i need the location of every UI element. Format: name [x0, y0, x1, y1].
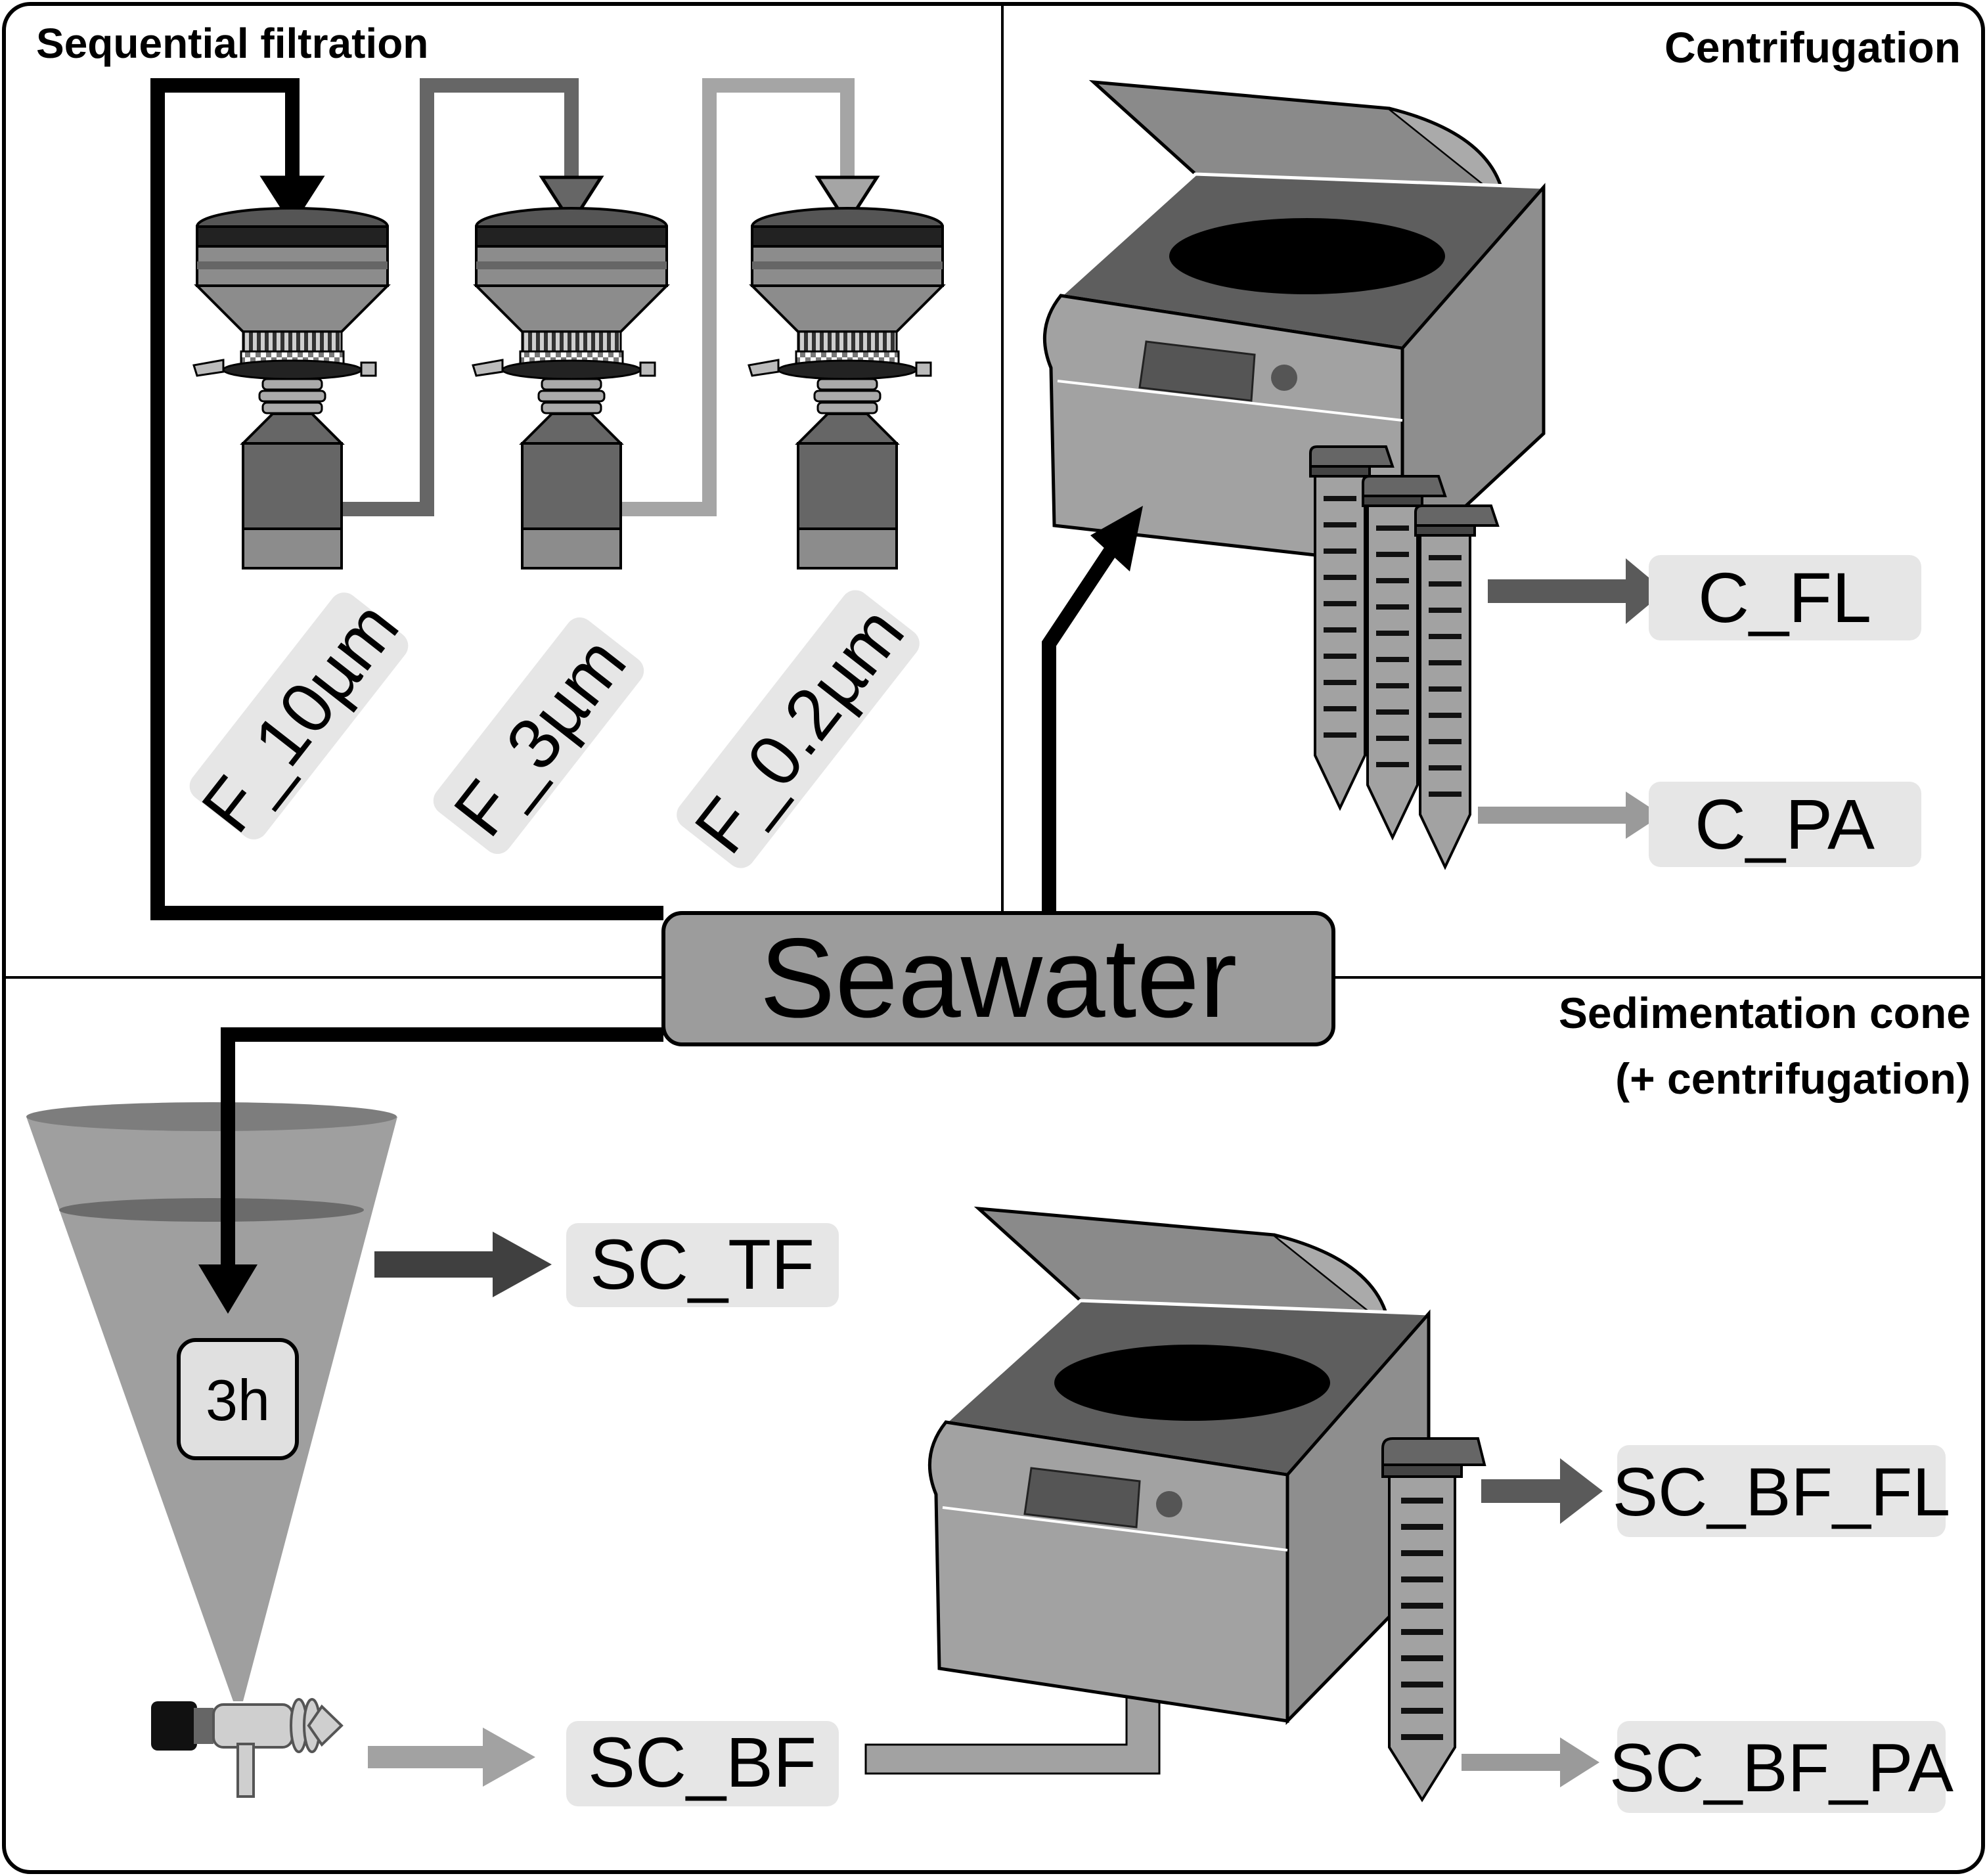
label-sc-bf: SC_BF [566, 1721, 839, 1806]
panel-title-sedimentation: Sedimentation cone [1559, 989, 1971, 1037]
filter-bellows [813, 378, 882, 414]
arrow-to-cone [198, 1027, 663, 1314]
duration-text: 3h [206, 1368, 270, 1433]
filter-unit-10um [192, 207, 391, 570]
label-c-pa: C_PA [1649, 782, 1921, 867]
panel-title-filtration: Sequential filtration [36, 20, 428, 67]
label-sc-tf: SC_TF [566, 1223, 839, 1307]
arrow-to-sc-tf [374, 1232, 552, 1297]
filter-membrane-holder [748, 330, 932, 380]
filter-funnel [473, 207, 670, 333]
filtration-flow-lines [150, 78, 855, 920]
seawater-label: Seawater [760, 915, 1238, 1041]
arrow-to-sc-bf-fl [1481, 1458, 1603, 1524]
filter-receiver-bottle [795, 413, 900, 570]
label-sc-bf-text: SC_BF [588, 1722, 816, 1802]
label-sc-tf-text: SC_TF [590, 1224, 815, 1304]
arrow-to-c-fl [1488, 558, 1665, 624]
centrifuge-tube [1381, 1437, 1486, 1802]
filter-funnel [749, 207, 946, 333]
seawater-node: Seawater [661, 911, 1335, 1046]
label-sc-bf-pa-text: SC_BF_PA [1609, 1730, 1954, 1806]
filter-membrane-holder [472, 330, 656, 380]
arrow-to-sc-bf-pa [1462, 1737, 1599, 1787]
filtration-arrowheads [259, 175, 880, 227]
centrifuge-tube [1414, 504, 1500, 870]
label-sc-bf-fl-text: SC_BF_FL [1613, 1454, 1950, 1530]
filter-membrane-holder [192, 330, 377, 380]
centrifuge-tube [1309, 445, 1395, 811]
arrow-to-sc-bf [368, 1728, 535, 1787]
panel-title-centrifugation: Centrifugation [1664, 23, 1961, 72]
label-sc-bf-fl: SC_BF_FL [1613, 1445, 1950, 1537]
filter-funnel [194, 207, 391, 333]
arrow-to-c-pa [1478, 792, 1662, 839]
panel-subtitle-sedimentation: (+ centrifugation) [1615, 1054, 1971, 1103]
filter-unit-3um [472, 207, 670, 570]
filter-bellows [258, 378, 326, 414]
filter-bellows [537, 378, 606, 414]
filter-unit-0-2um [748, 207, 946, 570]
centrifuge-icon [1042, 79, 1548, 569]
label-c-fl: C_FL [1649, 555, 1921, 640]
filter-receiver-bottle [519, 413, 624, 570]
duration-badge: 3h [177, 1338, 299, 1460]
centrifuge-tube [1362, 475, 1447, 841]
stopcock-valve-icon [151, 1698, 344, 1798]
centrifuge-icon [927, 1206, 1433, 1726]
arrow-to-centrifuge [1042, 506, 1143, 913]
label-sc-bf-pa: SC_BF_PA [1609, 1721, 1954, 1813]
label-c-fl-text: C_FL [1698, 558, 1871, 637]
label-c-pa-text: C_PA [1695, 784, 1875, 864]
filter-receiver-bottle [240, 413, 345, 570]
